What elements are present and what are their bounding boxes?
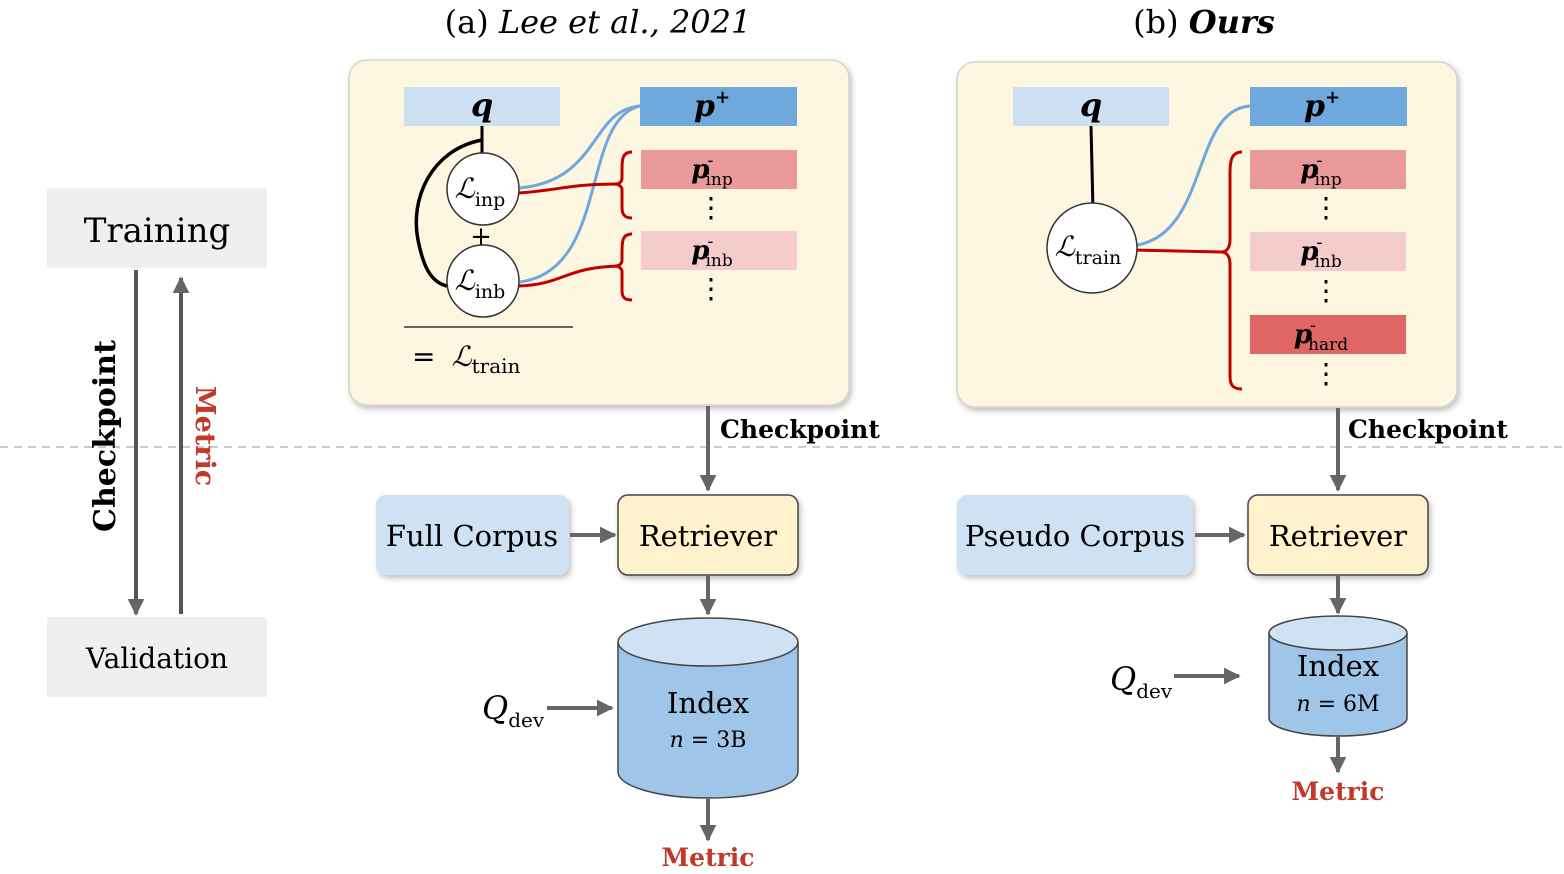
panel-b-index-size: n = 6M (1296, 692, 1379, 717)
panel-b-neg-inp-box (1250, 150, 1406, 189)
panel-b-metric-label: Metric (1291, 777, 1384, 806)
panel-a-checkpoint-label: Checkpoint (720, 415, 880, 444)
panel-b-retriever-label: Retriever (1269, 519, 1407, 553)
panel-b-neg-inp-label: p-inp (1300, 150, 1342, 190)
panel-a-pos-line-inp (519, 104, 641, 190)
panel-a-loss-inb-node (446, 244, 520, 318)
panel-b-index-label: Index (1297, 649, 1379, 683)
panel-a-index-top (617, 617, 799, 667)
panel-b-loss-train-node (1046, 202, 1138, 294)
panel-a-corpus-label: Full Corpus (386, 519, 558, 553)
panel-b-query-line (1089, 125, 1095, 211)
training-box (47, 188, 267, 268)
panel-a-pos-line-inb (519, 104, 641, 284)
panel-b-query-label: q (1080, 86, 1102, 124)
panel-a-loss-train-label: =ℒtrain (412, 340, 521, 378)
panel-b-neg-brace (1221, 150, 1243, 391)
left-checkpoint-label: Checkpoint (88, 340, 123, 532)
panel-a-index-size: n = 3B (670, 728, 747, 753)
panel-b-index-top (1268, 615, 1408, 651)
panel-b-vdots-3: ⋮ (1312, 357, 1340, 390)
panel-b-positive-label: p+ (1304, 87, 1340, 124)
panel-a-query-label: q (471, 86, 493, 124)
panel-a-neg-inp-label: p-inp (691, 150, 733, 190)
panel-b-index-cylinder (1268, 633, 1408, 737)
panel-a-index-cylinder (617, 642, 799, 799)
panel-b-neg-inb-label: p-inb (1300, 232, 1342, 272)
panel-a-positive-label: p+ (694, 87, 730, 124)
panel-b-neg-line (1129, 248, 1223, 254)
panel-b-vdots-2: ⋮ (1312, 274, 1340, 307)
panel-a-training-box (348, 59, 850, 406)
panel-b-vdots-1: ⋮ (1312, 191, 1340, 224)
panel-b-retriever-box (1247, 494, 1429, 576)
panel-a-vdots-1: ⋮ (697, 191, 725, 224)
panel-a-title: (a) Lee et al., 2021 (445, 3, 752, 41)
panel-a-query-loop (414, 138, 483, 288)
panel-a-neg-brace-inp (614, 150, 633, 220)
panel-a-neg-inb-label: p-inb (691, 231, 733, 271)
panel-a-neg-line-inb (518, 264, 621, 288)
panel-a-neg-inp-box (641, 150, 797, 189)
panel-a-query-box (404, 87, 560, 126)
panel-a-neg-brace-inb (614, 232, 633, 302)
validation-label: Validation (85, 642, 228, 675)
panel-a-loss-inp-node (446, 152, 520, 226)
panel-b-pos-line (1129, 104, 1251, 248)
panel-a-qdev-label: Qdev (482, 689, 545, 732)
panel-b-positive-box (1250, 87, 1407, 126)
training-label: Training (84, 211, 231, 251)
validation-box (47, 617, 267, 697)
panel-b-loss-train-label: ℒtrain (1055, 230, 1122, 269)
panel-a-positive-box (640, 87, 797, 126)
panel-a-retriever-label: Retriever (639, 519, 777, 553)
panel-b-corpus-label: Pseudo Corpus (965, 519, 1185, 553)
panel-b-query-box (1013, 87, 1169, 126)
panel-b-qdev-label: Qdev (1110, 660, 1173, 703)
panel-a-vdots-2: ⋮ (697, 272, 725, 305)
panel-b-neg-inb-box (1250, 232, 1406, 271)
panel-a-loss-inp-label: ℒinp (455, 172, 506, 211)
panel-a-index-label: Index (667, 686, 749, 720)
panel-a-neg-line-inp (518, 182, 621, 195)
panel-b-neg-hard-box (1250, 315, 1406, 354)
panel-b-neg-hard-label: p-hard (1294, 315, 1348, 355)
panel-a-retriever-box (617, 494, 799, 576)
panel-a-neg-inb-box (641, 231, 797, 270)
panel-b-corpus-box (957, 495, 1193, 575)
panel-a-metric-label: Metric (661, 843, 754, 872)
panel-b-checkpoint-label: Checkpoint (1348, 415, 1508, 444)
panel-a-corpus-box (376, 495, 569, 575)
left-metric-label: Metric (189, 386, 220, 486)
panel-b-title: (b) Ours (1133, 3, 1275, 41)
panel-a-loss-inb-label: ℒinb (455, 264, 506, 303)
